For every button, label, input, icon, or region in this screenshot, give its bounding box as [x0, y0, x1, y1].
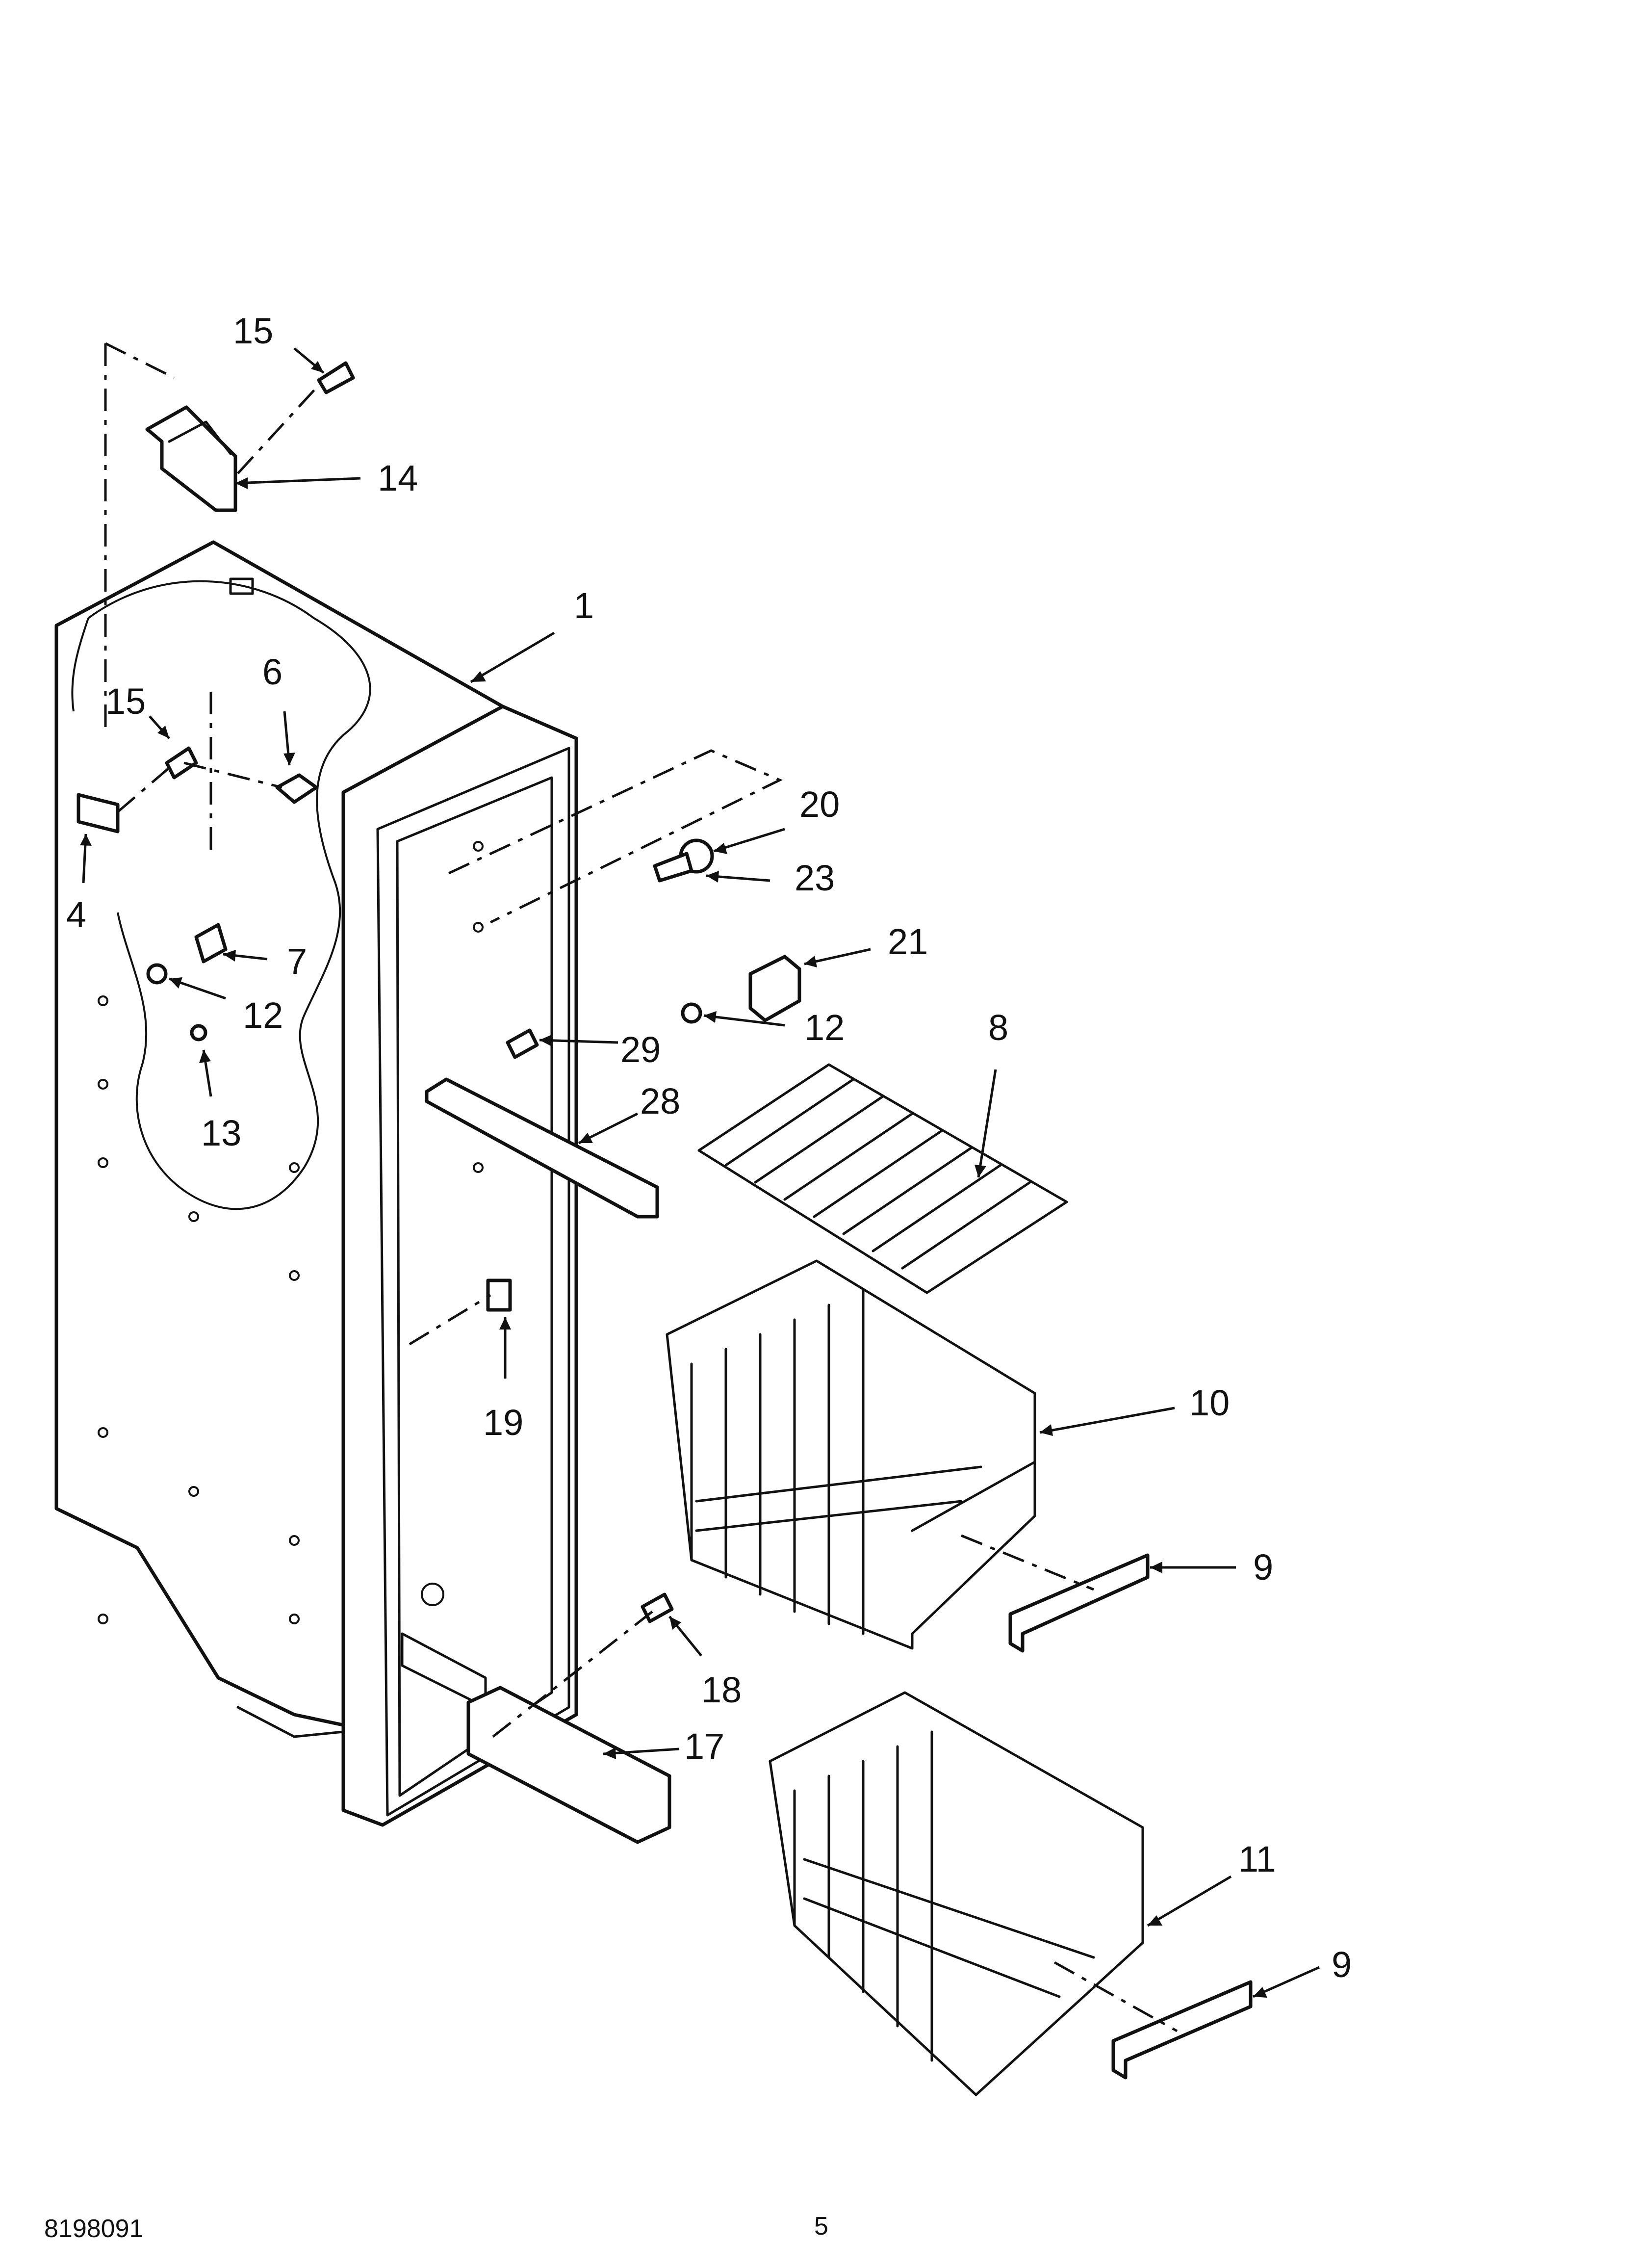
callout-28: 28 [640, 1081, 680, 1121]
callout-6: 6 [262, 652, 282, 692]
basket-rail-9-upper [1008, 1553, 1150, 1653]
basket-11 [769, 1691, 1144, 2096]
wire-shelf [697, 1063, 1068, 1294]
clip-6 [275, 773, 318, 804]
callout-29: 29 [620, 1029, 661, 1070]
basket-rail-9-lower [1111, 1980, 1253, 2080]
doc-number: 8198091 [44, 2215, 143, 2243]
alignment-lines [104, 342, 1178, 2033]
part-7 [194, 923, 228, 964]
page-footer: 8198091 5 [44, 2212, 828, 2243]
callout-labels: 15 14 1 6 15 4 7 12 13 20 23 21 12 29 28… [66, 311, 1352, 1985]
callout-21: 21 [888, 921, 928, 962]
hinge-bracket [145, 405, 237, 512]
callout-15-left: 15 [105, 681, 146, 722]
callout-20: 20 [799, 784, 840, 825]
callout-9-upper: 9 [1253, 1547, 1273, 1588]
rail-28 [425, 1077, 659, 1219]
part-21 [748, 955, 801, 1022]
roller-20-23 [653, 838, 714, 883]
callout-9-lower: 9 [1332, 1944, 1352, 1985]
callout-13: 13 [201, 1113, 241, 1153]
screw-12-right [681, 1002, 702, 1024]
screw-29 [506, 1028, 539, 1059]
callout-11: 11 [1238, 1839, 1276, 1879]
page-number: 5 [814, 2212, 828, 2241]
side-wall-holes [98, 841, 484, 1624]
leader-lines [80, 347, 1320, 1998]
cover-17 [466, 1686, 671, 1844]
callout-19: 19 [483, 1402, 523, 1443]
callout-14: 14 [378, 458, 418, 498]
callout-17: 17 [684, 1726, 724, 1767]
callout-18: 18 [701, 1669, 742, 1710]
bracket-4 [77, 793, 120, 834]
callout-23: 23 [795, 858, 835, 898]
callout-12-left: 12 [243, 995, 283, 1036]
callout-8: 8 [988, 1007, 1008, 1048]
screw-15-top [317, 361, 355, 394]
screw-13 [190, 1024, 207, 1042]
screw-15-left [165, 746, 198, 780]
switch-19 [486, 1278, 512, 1312]
wire-harness [87, 580, 371, 1210]
screw-12-left [146, 963, 168, 985]
callout-10: 10 [1189, 1382, 1230, 1423]
cabinet-liner [54, 540, 578, 1827]
callout-1: 1 [574, 585, 594, 626]
callout-4: 4 [66, 894, 86, 935]
callout-15-top: 15 [233, 311, 273, 351]
callout-7: 7 [287, 941, 307, 982]
basket-10 [666, 1259, 1036, 1650]
callout-12-right: 12 [804, 1007, 845, 1048]
